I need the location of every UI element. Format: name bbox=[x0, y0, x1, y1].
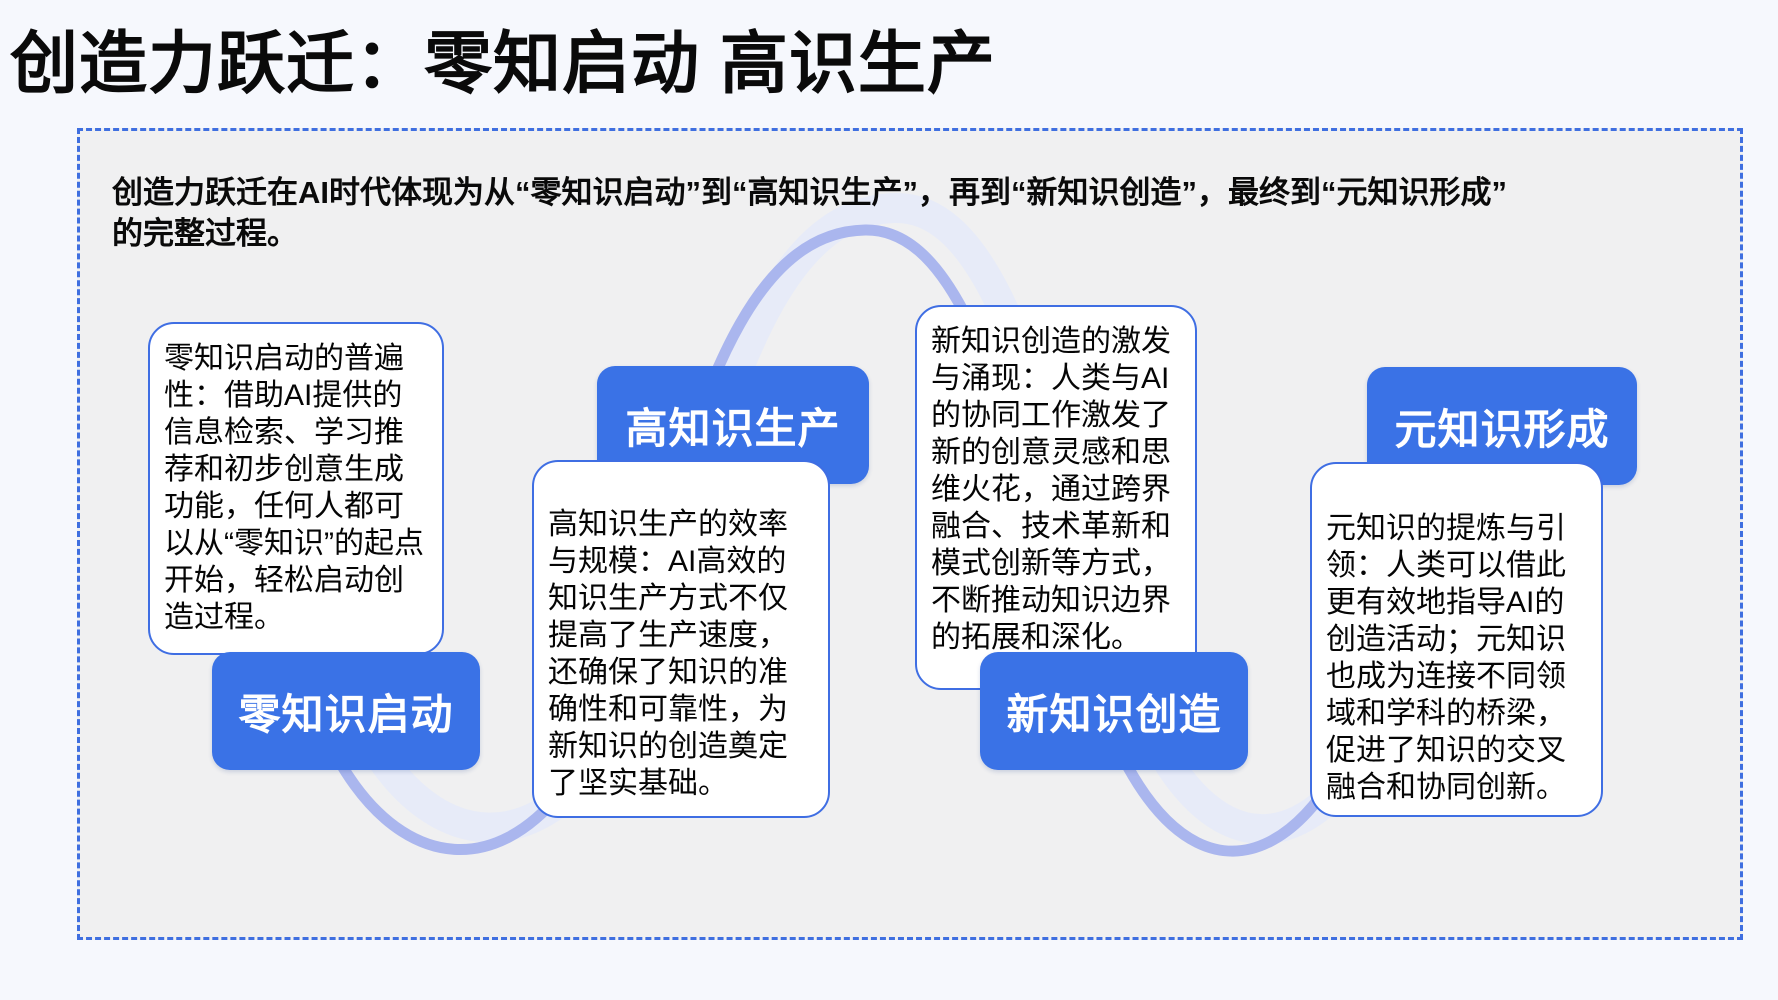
stage-card-high-knowledge-production: 高知识生产的效率与规模：AI高效的知识生产方式不仅提高了生产速度，还确保了知识的… bbox=[532, 460, 830, 818]
stage-label-new-knowledge-creation: 新知识创造 bbox=[980, 652, 1248, 770]
slide-title: 创造力跃迁：零知启动 高识生产 bbox=[10, 26, 996, 102]
stage-description: 高知识生产的效率与规模：AI高效的知识生产方式不仅提高了生产速度，还确保了知识的… bbox=[548, 508, 788, 800]
stage-description: 新知识创造的激发与涌现：人类与AI的协同工作激发了新的创意灵感和思维火花，通过跨… bbox=[931, 325, 1171, 654]
stage-card-new-knowledge-creation: 新知识创造的激发与涌现：人类与AI的协同工作激发了新的创意灵感和思维火花，通过跨… bbox=[915, 305, 1197, 690]
stage-label-high-knowledge-production: 高知识生产 bbox=[597, 366, 869, 484]
stage-description: 元知识的提炼与引领：人类可以借此更有效地指导AI的创造活动；元知识也成为连接不同… bbox=[1326, 512, 1566, 804]
intro-text: 创造力跃迁在AI时代体现为从“零知识启动”到“高知识生产”，再到“新知识创造”，… bbox=[112, 175, 1507, 251]
stage-card-zero-knowledge-start: 零知识启动的普遍性：借助AI提供的信息检索、学习推荐和初步创意生成功能，任何人都… bbox=[148, 322, 444, 655]
stage-card-meta-knowledge-formation: 元知识的提炼与引领：人类可以借此更有效地指导AI的创造活动；元知识也成为连接不同… bbox=[1310, 462, 1603, 817]
stage-label-zero-knowledge-start: 零知识启动 bbox=[212, 652, 480, 770]
stage-description: 零知识启动的普遍性：借助AI提供的信息检索、学习推荐和初步创意生成功能，任何人都… bbox=[164, 342, 424, 634]
